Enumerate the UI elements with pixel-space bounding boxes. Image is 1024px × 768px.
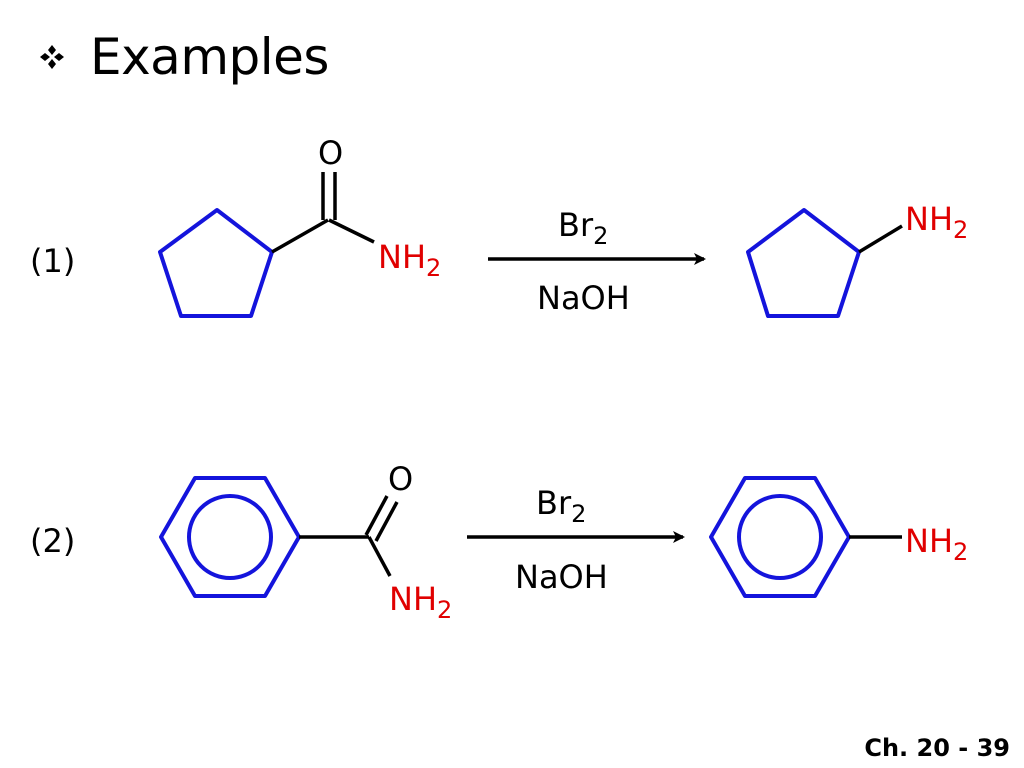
reagent-bottom: NaOH bbox=[537, 279, 630, 317]
aromatic-circle bbox=[187, 494, 273, 580]
carbonyl-oxygen: O bbox=[318, 134, 343, 172]
ring-to-carbonyl-bond bbox=[271, 218, 329, 254]
benzene-ring bbox=[709, 476, 851, 598]
page-number: Ch. 20 - 39 bbox=[864, 734, 1010, 762]
cyclopentane-ring bbox=[158, 208, 274, 318]
reaction-1-label: (1) bbox=[30, 242, 75, 280]
reagent-bottom: NaOH bbox=[515, 558, 608, 596]
carbonyl-to-amine-bond bbox=[328, 218, 375, 244]
amine-nitrogen: NH2 bbox=[905, 200, 968, 244]
reaction-1-reactant: O NH2 bbox=[158, 134, 441, 318]
reaction-1-arrow-group: Br2 NaOH bbox=[488, 206, 706, 317]
reaction-1: (1) O NH2 Br2 NaOH NH2 bbox=[30, 134, 968, 318]
reagent-top: Br2 bbox=[558, 206, 608, 250]
carbonyl-double-bond-b bbox=[374, 501, 399, 542]
slide-title: Examples bbox=[38, 28, 329, 86]
slide-title-text: Examples bbox=[90, 28, 329, 86]
carbonyl-to-amine-bond bbox=[367, 536, 392, 577]
benzene-ring bbox=[159, 476, 301, 598]
carbonyl-double-bond-a bbox=[364, 495, 389, 536]
reaction-2-arrow-group: Br2 NaOH bbox=[467, 484, 685, 596]
four-diamond-bullet-icon bbox=[40, 45, 64, 69]
reaction-2-label: (2) bbox=[30, 522, 75, 560]
amide-nitrogen: NH2 bbox=[378, 238, 441, 282]
reaction-2-product: NH2 bbox=[709, 476, 968, 598]
amide-nitrogen: NH2 bbox=[389, 580, 452, 624]
reaction-2: (2) O NH2 Br2 NaOH NH2 bbox=[30, 460, 968, 624]
cyclopentane-ring bbox=[746, 208, 861, 318]
ring-to-amine-bond bbox=[858, 224, 903, 254]
amine-nitrogen: NH2 bbox=[905, 522, 968, 566]
aromatic-circle bbox=[737, 494, 823, 580]
carbonyl-oxygen: O bbox=[388, 460, 413, 498]
reagent-top: Br2 bbox=[536, 484, 586, 528]
reaction-2-reactant: O NH2 bbox=[159, 460, 452, 624]
reaction-1-product: NH2 bbox=[746, 200, 968, 318]
